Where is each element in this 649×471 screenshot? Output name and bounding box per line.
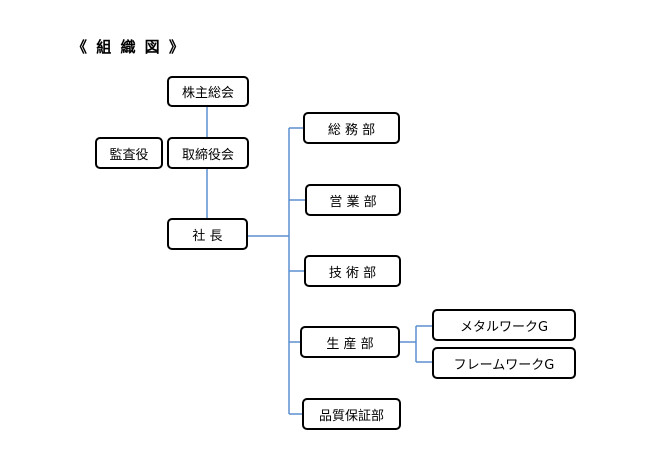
node-frame-work-group: フレームワークG	[432, 347, 576, 379]
page-title: 《 組 織 図 》	[72, 38, 186, 56]
node-production: 生 産 部	[300, 326, 400, 358]
node-general-affairs: 総 務 部	[303, 112, 400, 144]
node-metal-work-group: メタルワークG	[432, 309, 576, 341]
node-quality-assurance: 品質保証部	[302, 398, 401, 430]
node-auditor: 監査役	[95, 137, 163, 169]
node-president: 社 長	[167, 218, 248, 250]
node-sales: 営 業 部	[305, 184, 401, 216]
node-engineering: 技 術 部	[304, 255, 401, 287]
node-board-of-directors: 取締役会	[167, 137, 249, 169]
node-shareholders-meeting: 株主総会	[167, 76, 249, 107]
